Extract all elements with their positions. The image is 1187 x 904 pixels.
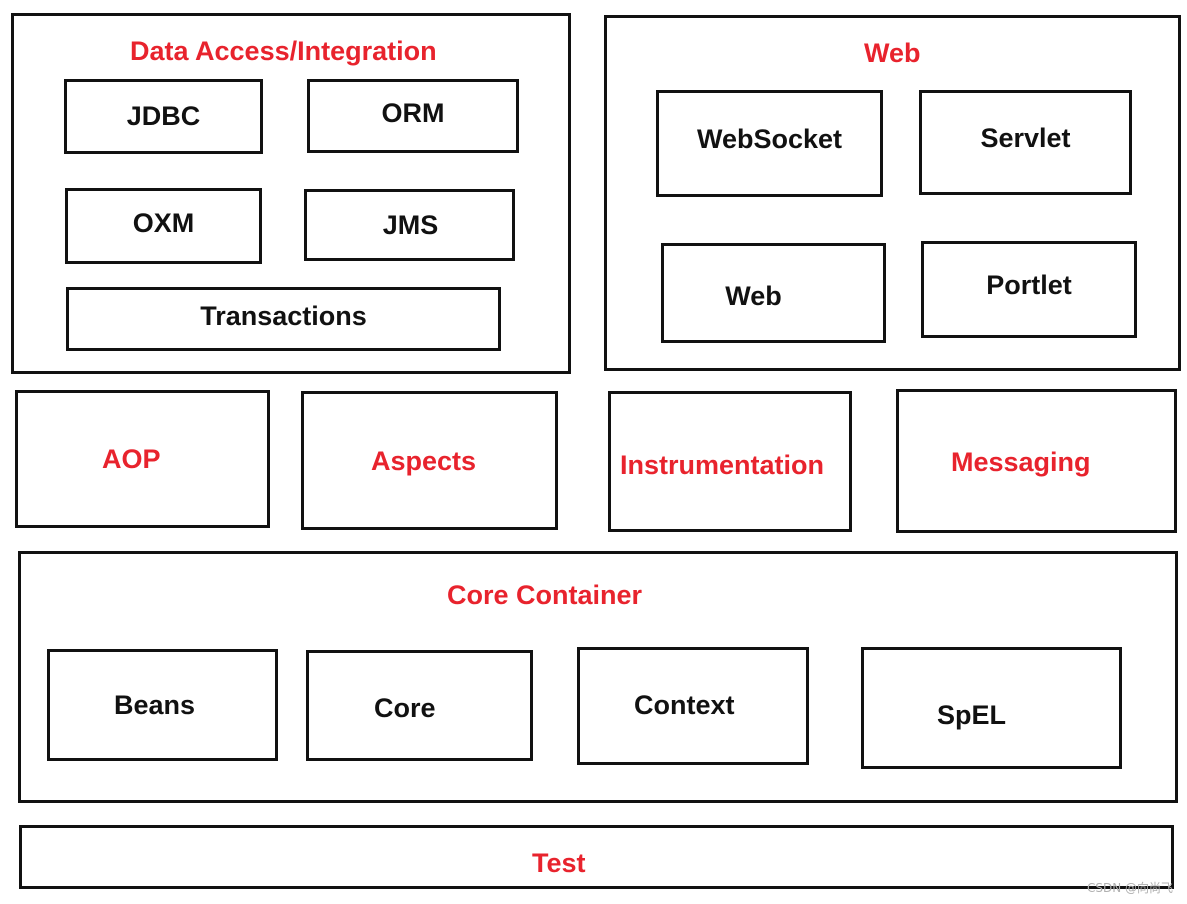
module-oxm: OXM (65, 188, 262, 264)
module-test: Test (19, 825, 1174, 889)
module-websocket: WebSocket (656, 90, 883, 197)
module-aop: AOP (15, 390, 270, 528)
module-oxm-label: OXM (132, 207, 195, 238)
module-servlet: Servlet (919, 90, 1132, 195)
module-aop-label: AOP (102, 444, 161, 474)
module-web-label: Web (725, 280, 782, 311)
module-orm-label: ORM (381, 97, 445, 128)
module-core-label: Core (374, 693, 436, 723)
module-aspects-label: Aspects (371, 446, 477, 476)
module-portlet-label: Portlet (986, 270, 1072, 300)
module-beans-label: Beans (114, 690, 196, 720)
module-messaging-label: Messaging (951, 447, 1091, 477)
module-jdbc-label: JDBC (126, 101, 201, 131)
module-instrumentation: Instrumentation (608, 391, 852, 532)
module-jdbc: JDBC (64, 79, 263, 154)
watermark: CSDN @向尚飞 (1086, 881, 1173, 895)
module-transactions: Transactions (66, 287, 501, 351)
web-title: Web (864, 38, 921, 68)
module-instrumentation-label: Instrumentation (620, 450, 825, 480)
module-context: Context (577, 647, 809, 765)
module-jms: JMS (304, 189, 515, 261)
module-spel-label: SpEL (937, 700, 1007, 730)
module-orm: ORM (307, 79, 519, 153)
module-transactions-label: Transactions (200, 300, 367, 331)
data-access-integration-title: Data Access/Integration (130, 36, 437, 66)
module-portlet: Portlet (921, 241, 1137, 338)
module-aspects: Aspects (301, 391, 558, 530)
module-test-label: Test (532, 848, 586, 878)
module-web: Web (661, 243, 886, 343)
module-spel: SpEL (861, 647, 1122, 769)
module-jms-label: JMS (382, 209, 439, 240)
module-beans: Beans (47, 649, 278, 761)
core-container-title: Core Container (447, 580, 643, 610)
module-servlet-label: Servlet (980, 123, 1071, 153)
module-websocket-label: WebSocket (696, 124, 843, 154)
module-core: Core (306, 650, 533, 761)
module-context-label: Context (634, 690, 735, 720)
module-messaging: Messaging (896, 389, 1177, 533)
